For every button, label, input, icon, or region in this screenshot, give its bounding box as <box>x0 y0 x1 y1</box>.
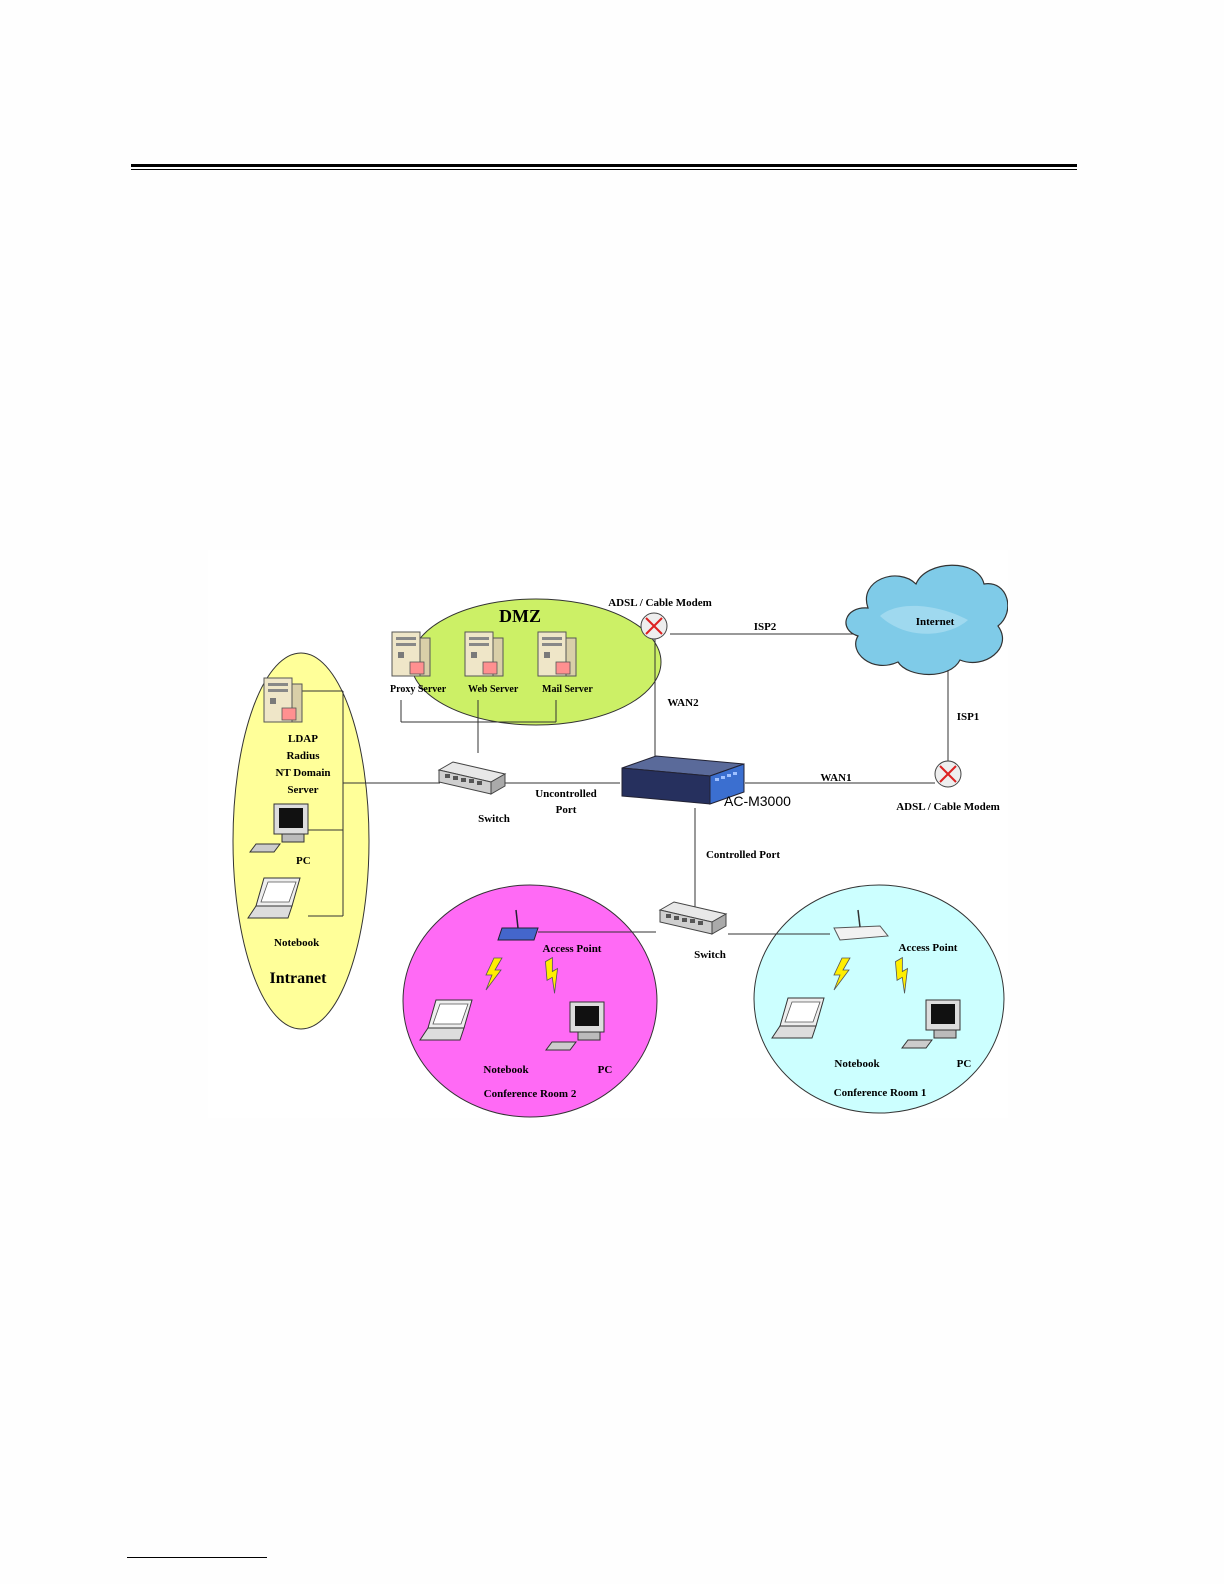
network-diagram: DMZ Proxy Server Web Server Mail Server … <box>208 550 1008 1118</box>
room2-notebook-label: Notebook <box>483 1064 529 1076</box>
ap1-label: Access Point <box>899 942 958 954</box>
radius-label: Radius <box>286 750 320 762</box>
room1-notebook-label: Notebook <box>834 1058 880 1070</box>
modem-top-icon <box>641 613 667 639</box>
header-rule-thin <box>131 169 1077 170</box>
web-server-label: Web Server <box>468 684 519 695</box>
intranet-notebook-label: Notebook <box>274 937 320 949</box>
header-rule <box>131 164 1077 167</box>
switch-left-label: Switch <box>478 813 510 825</box>
proxy-server-icon <box>392 632 430 676</box>
room1-pc-label: PC <box>957 1058 972 1070</box>
room1-title: Conference Room 1 <box>834 1087 927 1099</box>
device-label: AC-M3000 <box>724 793 791 809</box>
isp1-label: ISP1 <box>957 711 980 723</box>
nt-domain-label: NT Domain <box>275 767 330 779</box>
isp2-label: ISP2 <box>754 621 777 633</box>
proxy-server-label: Proxy Server <box>390 684 447 695</box>
ap2-label: Access Point <box>543 943 602 955</box>
mail-server-label: Mail Server <box>542 684 593 695</box>
ldap-label: LDAP <box>288 733 318 745</box>
modem-right-label: ADSL / Cable Modem <box>896 801 1000 813</box>
wan2-label: WAN2 <box>667 697 699 709</box>
uncontrolled-port-label: Port <box>556 804 577 816</box>
uncontrolled-label: Uncontrolled <box>535 788 597 800</box>
web-server-icon <box>465 632 503 676</box>
controlled-port-label: Controlled Port <box>706 849 780 861</box>
mail-server-icon <box>538 632 576 676</box>
room2-title: Conference Room 2 <box>484 1088 577 1100</box>
modem-right-icon <box>935 761 961 787</box>
dmz-title: DMZ <box>499 606 541 626</box>
server-label: Server <box>287 784 318 796</box>
footnote-rule <box>127 1557 267 1558</box>
internet-label: Internet <box>916 616 955 628</box>
switch-bottom-icon <box>660 902 726 934</box>
modem-top-label: ADSL / Cable Modem <box>608 597 712 609</box>
room2-pc-label: PC <box>598 1064 613 1076</box>
switch-left-icon <box>439 762 505 794</box>
intranet-title: Intranet <box>270 970 328 987</box>
switch-bottom-label: Switch <box>694 949 726 961</box>
intranet-pc-label: PC <box>296 855 311 867</box>
ldap-server-icon <box>264 678 302 722</box>
wan1-label: WAN1 <box>820 772 851 784</box>
